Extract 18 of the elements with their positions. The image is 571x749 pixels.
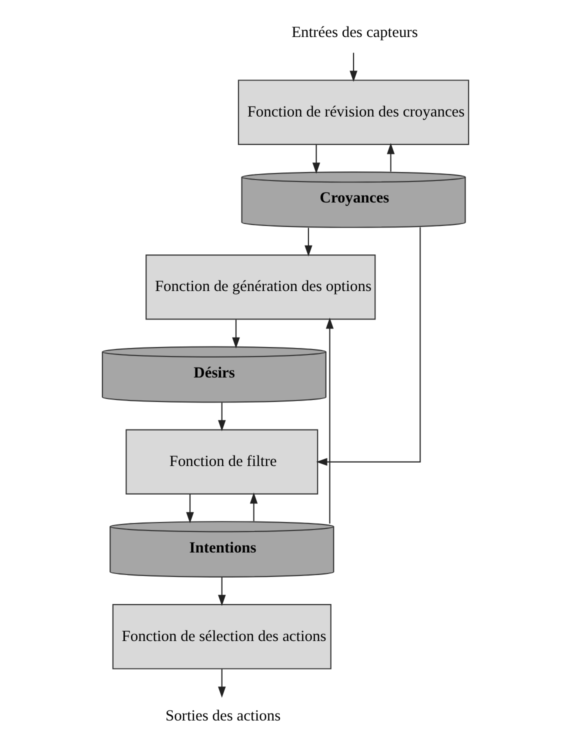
- arrow: [386, 143, 395, 172]
- node-text: Sorties des actions: [165, 707, 281, 724]
- arrow: [218, 669, 226, 698]
- arrow: [312, 144, 320, 174]
- arrow: [250, 492, 258, 522]
- node-box: Fonction de révision des croyances: [238, 80, 470, 145]
- arrow: [186, 494, 194, 524]
- node-box: Fonction de génération des options: [146, 254, 376, 320]
- node-box: Fonction de sélection des actions: [112, 604, 332, 670]
- arrow: [316, 227, 421, 466]
- arrow: [304, 228, 312, 256]
- arrow: [232, 320, 240, 348]
- arrow: [218, 402, 226, 432]
- arrow: [326, 318, 334, 524]
- arrow: [218, 577, 226, 606]
- node-box: Fonction de filtre: [126, 429, 318, 495]
- node-text: Entrées des capteurs: [292, 24, 418, 41]
- arrow: [350, 52, 358, 82]
